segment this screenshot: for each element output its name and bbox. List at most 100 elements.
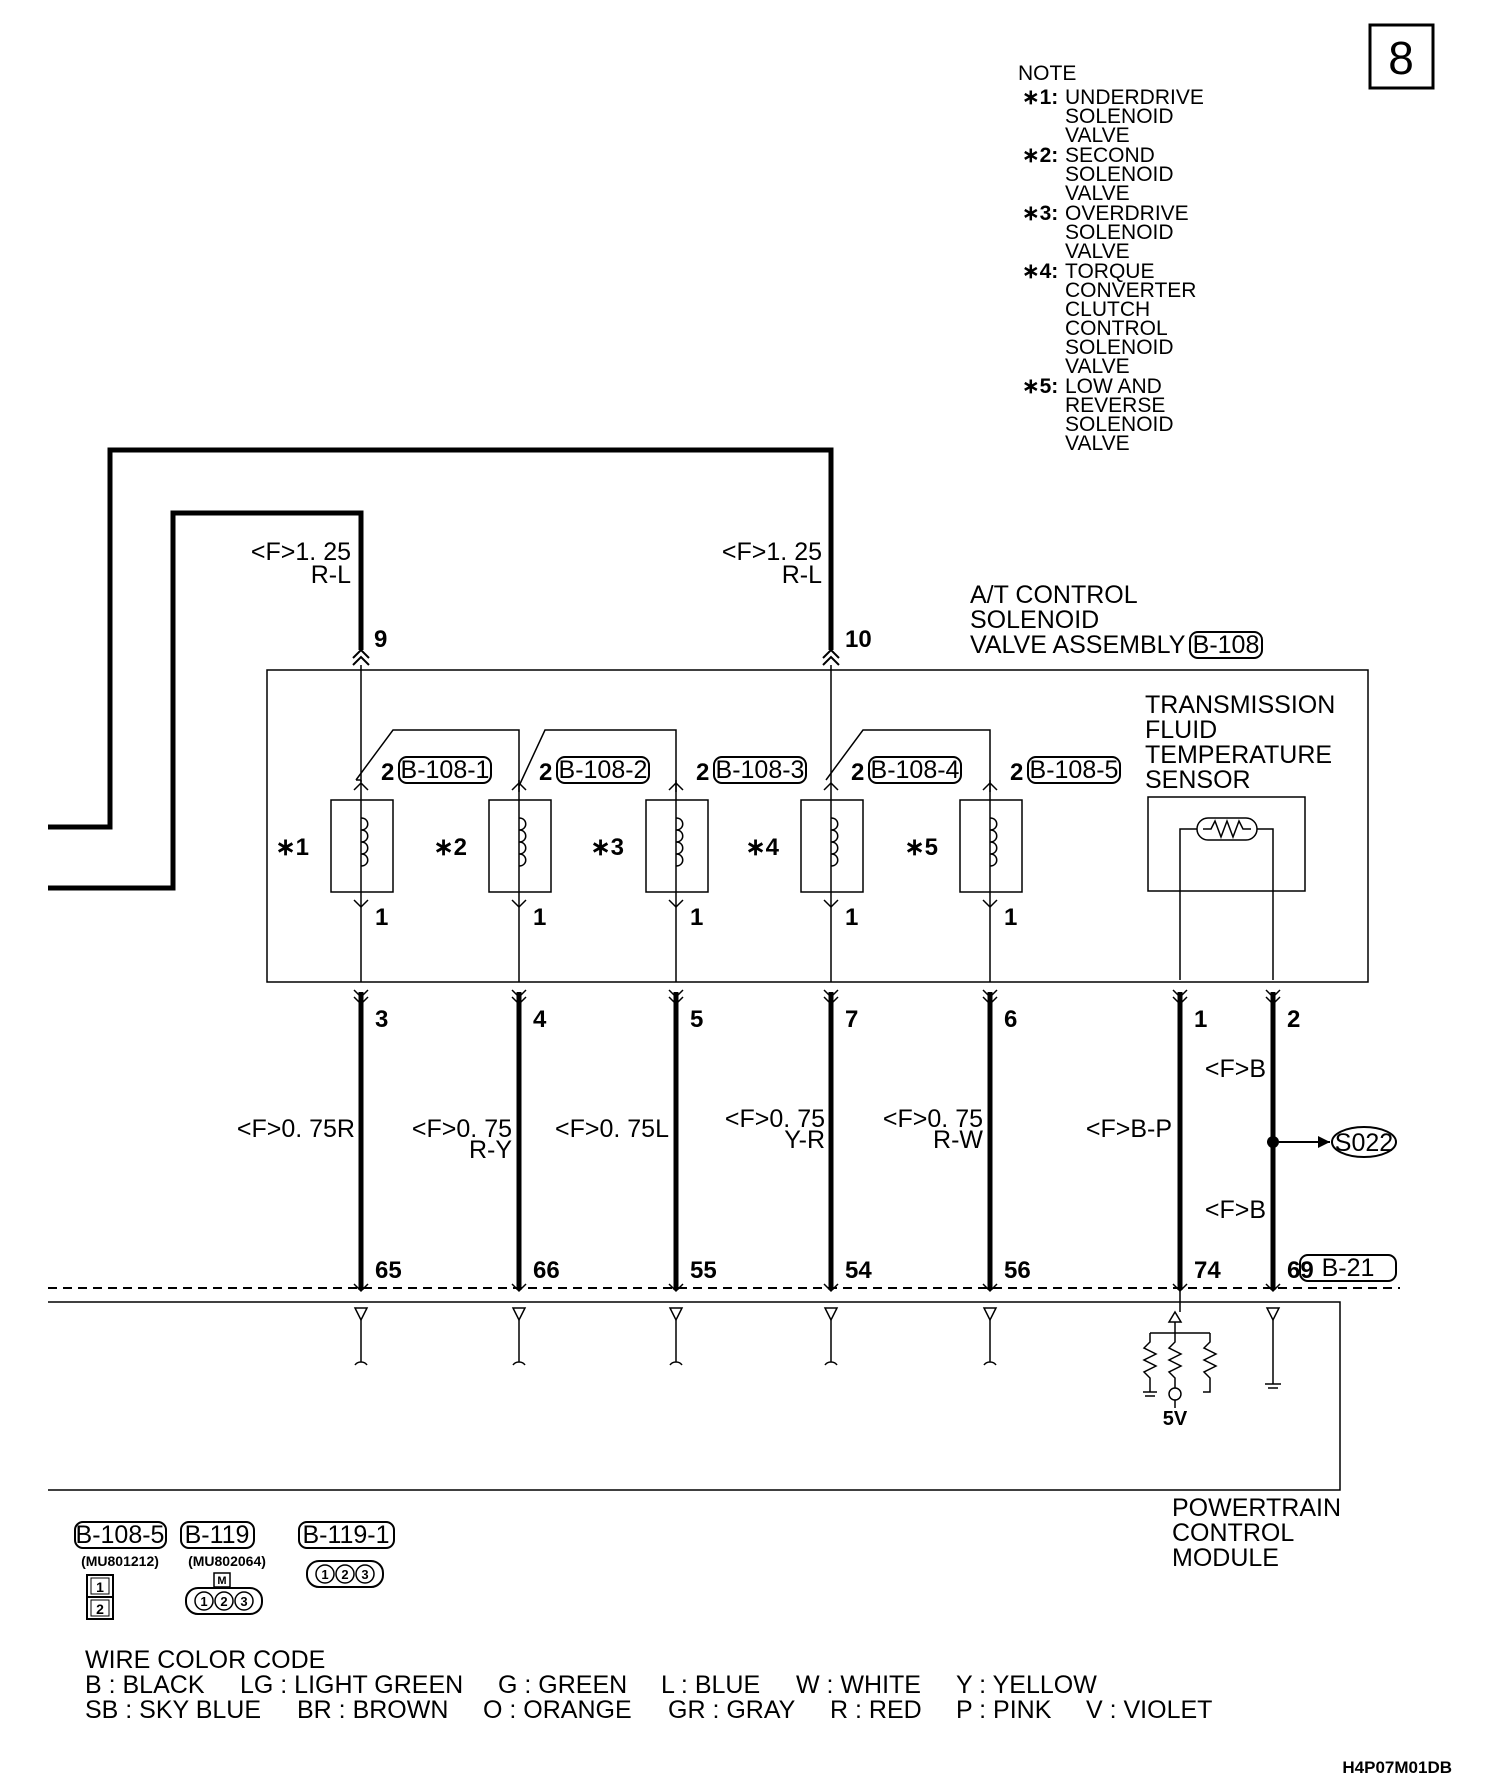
connector-legend-b108-5: B-108-5 (MU801212) 1 2 bbox=[74, 1521, 167, 1620]
svg-text:SOLENOID: SOLENOID bbox=[1065, 221, 1174, 244]
lower-wire-1: 174 bbox=[1172, 989, 1221, 1312]
thermistor-icon bbox=[1179, 817, 1274, 980]
voltage-5v: 5V bbox=[1163, 1408, 1188, 1430]
svg-text:SOLENOID: SOLENOID bbox=[970, 606, 1099, 634]
top-wire-9-color: R-L bbox=[311, 561, 351, 589]
lower-wire-5: 555 bbox=[668, 989, 717, 1366]
pcm-pin: 65 bbox=[375, 1257, 402, 1284]
svg-text:CONTROL: CONTROL bbox=[1065, 317, 1168, 340]
svg-text:SOLENOID: SOLENOID bbox=[1065, 105, 1174, 128]
wire-pin: 4 bbox=[533, 1006, 547, 1033]
svg-text:R : RED: R : RED bbox=[830, 1696, 922, 1724]
wire-spec: <F>B bbox=[1205, 1055, 1266, 1083]
top-wire-10-color: R-L bbox=[782, 561, 822, 589]
svg-text:(MU801212): (MU801212) bbox=[81, 1553, 159, 1569]
svg-text:∗4:: ∗4: bbox=[1022, 260, 1058, 283]
svg-text:∗1:: ∗1: bbox=[1022, 86, 1058, 109]
lower-wire-6: 6 56 bbox=[982, 989, 1031, 1366]
svg-text:CLUTCH: CLUTCH bbox=[1065, 298, 1150, 321]
svg-text:LOW AND: LOW AND bbox=[1065, 375, 1162, 398]
svg-text:SENSOR: SENSOR bbox=[1145, 766, 1251, 794]
svg-text:VALVE ASSEMBLY: VALVE ASSEMBLY bbox=[970, 631, 1186, 659]
solenoid-pin-top: 2 bbox=[1010, 759, 1023, 786]
svg-text:VALVE: VALVE bbox=[1065, 355, 1130, 378]
solenoid-mark: ∗5 bbox=[905, 834, 938, 861]
wire-spec-color: R-Y bbox=[469, 1136, 512, 1164]
solenoid-pin-bottom: 1 bbox=[533, 904, 546, 931]
solenoid-connector: B-108-3 bbox=[716, 756, 805, 784]
svg-text:LG : LIGHT GREEN: LG : LIGHT GREEN bbox=[240, 1671, 463, 1699]
wire-spec: <F>0. 75L bbox=[555, 1115, 669, 1143]
svg-text:MODULE: MODULE bbox=[1172, 1544, 1279, 1572]
svg-text:P : PINK: P : PINK bbox=[956, 1696, 1052, 1724]
wire-pin: 5 bbox=[690, 1006, 703, 1033]
internal-feed-lines bbox=[355, 665, 991, 792]
pcm-pin: 54 bbox=[845, 1257, 872, 1284]
svg-text:SOLENOID: SOLENOID bbox=[1065, 336, 1174, 359]
note-item-5: ∗5: LOW AND REVERSE SOLENOID VALVE bbox=[1022, 375, 1174, 455]
svg-text:1: 1 bbox=[96, 1579, 104, 1595]
solenoid-pin-top: 2 bbox=[539, 759, 552, 786]
page-number-box bbox=[1368, 23, 1435, 90]
top-feed-wires bbox=[48, 447, 834, 891]
wire-pin: 1 bbox=[1194, 1006, 1207, 1033]
svg-text:(MU802064): (MU802064) bbox=[188, 1553, 266, 1569]
fluid-temperature-sensor-box bbox=[1147, 796, 1306, 892]
solenoid-connector: B-108-2 bbox=[559, 756, 648, 784]
solenoid-pin-bottom: 1 bbox=[690, 904, 703, 931]
svg-text:O : ORANGE: O : ORANGE bbox=[483, 1696, 632, 1724]
svg-text:∗5:: ∗5: bbox=[1022, 375, 1058, 398]
solenoid-pin-top: 2 bbox=[851, 759, 864, 786]
pcm-pin: 66 bbox=[533, 1257, 560, 1284]
solenoid-mark: ∗3 bbox=[591, 834, 624, 861]
pcm-connector-box bbox=[1299, 1254, 1397, 1282]
svg-text:1: 1 bbox=[321, 1567, 328, 1582]
coil-icon bbox=[518, 817, 527, 867]
svg-text:GR : GRAY: GR : GRAY bbox=[668, 1696, 796, 1724]
top-connector-marks bbox=[352, 648, 840, 666]
coil-icon bbox=[675, 817, 684, 867]
svg-text:SOLENOID: SOLENOID bbox=[1065, 413, 1174, 436]
solenoid-pin-top: 2 bbox=[696, 759, 709, 786]
solenoid-pin-bottom: 1 bbox=[845, 904, 858, 931]
svg-text:2: 2 bbox=[96, 1601, 104, 1617]
connector-legend-b119: B-119 (MU802064) M 1 2 3 bbox=[180, 1521, 266, 1615]
svg-text:B-108-5: B-108-5 bbox=[76, 1521, 165, 1549]
svg-text:3: 3 bbox=[361, 1567, 368, 1582]
wire-spec: <F>0. 75 bbox=[883, 1105, 983, 1133]
top-wire-9-spec: <F>1. 25 bbox=[251, 538, 351, 566]
wire-spec: <F>0. 75 bbox=[725, 1105, 825, 1133]
svg-text:CONVERTER: CONVERTER bbox=[1065, 279, 1196, 302]
solenoid-connector: B-108-5 bbox=[1030, 756, 1119, 784]
ground-symbol bbox=[1265, 1383, 1281, 1389]
splice-label: S022 bbox=[1335, 1129, 1393, 1157]
solenoid-connector: B-108-4 bbox=[871, 756, 960, 784]
svg-text:Y : YELLOW: Y : YELLOW bbox=[956, 1671, 1097, 1699]
assembly-connector: B-108 bbox=[1193, 631, 1260, 659]
svg-text:2: 2 bbox=[341, 1567, 348, 1582]
wire-spec-color: Y-R bbox=[784, 1126, 825, 1154]
solenoid-pin-top: 2 bbox=[381, 759, 394, 786]
svg-text:TORQUE: TORQUE bbox=[1065, 260, 1154, 283]
svg-text:M: M bbox=[217, 1575, 226, 1587]
svg-text:A/T CONTROL: A/T CONTROL bbox=[970, 581, 1138, 609]
svg-text:W : WHITE: W : WHITE bbox=[796, 1671, 921, 1699]
note-item-2: ∗2: SECOND SOLENOID VALVE bbox=[1022, 144, 1174, 205]
solenoid-3: ∗3 2 B-108-3 1 bbox=[591, 756, 807, 982]
svg-text:VALVE: VALVE bbox=[1065, 432, 1130, 455]
note-item-1: ∗1: UNDERDRIVE SOLENOID VALVE bbox=[1022, 86, 1204, 147]
svg-text:L : BLUE: L : BLUE bbox=[661, 1671, 760, 1699]
svg-text:VALVE: VALVE bbox=[1065, 240, 1130, 263]
pcm-pin: 56 bbox=[1004, 1257, 1031, 1284]
coil-icon bbox=[360, 817, 369, 867]
solenoid-valve-assembly-box bbox=[266, 669, 1369, 983]
solenoid-pin-bottom: 1 bbox=[375, 904, 388, 931]
svg-text:SECOND: SECOND bbox=[1065, 144, 1155, 167]
wire-pin: 3 bbox=[375, 1006, 388, 1033]
svg-text:BR : BROWN: BR : BROWN bbox=[297, 1696, 448, 1724]
wire-pin: 6 bbox=[1004, 1006, 1017, 1033]
